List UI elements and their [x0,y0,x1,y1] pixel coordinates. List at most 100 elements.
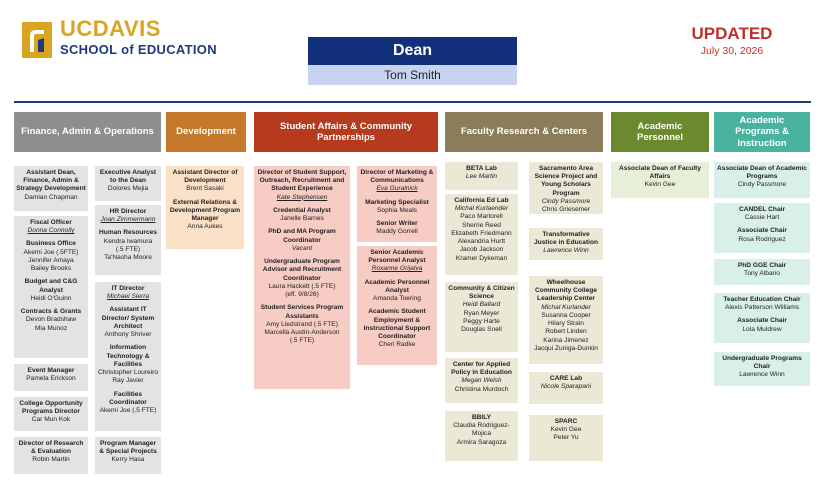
box-name: Janelle Barnes [280,215,324,223]
finance-event-manager-box: Event Manager Pamela Erickson [14,364,88,391]
box-title: Senior Writer [376,220,418,228]
box-title: Fiscal Officer [30,219,72,226]
box-name: Amanda Toering [373,295,421,303]
box-name: (eff. 9/8/26) [285,291,319,299]
logo-uc: UC [60,16,93,41]
student-affairs-personnel-box: Senior Academic Personnel Analyst Roxann… [357,246,437,365]
box-title: Business Office [26,240,76,248]
box-name: Nicole Sparapani [540,383,592,391]
finance-hr-box: HR Director Joan Zimmermann Human Resour… [95,205,161,275]
development-box: Assistant Director of Development Brent … [166,166,244,249]
box-title: Director of Student Support, Outreach, R… [257,169,347,193]
box-name: Christopher Loureiro [97,369,159,377]
box-title: External Relations & Development Program… [169,198,241,223]
box-name: Kevin Gee [644,181,676,189]
box-name: Susanna Cooper [541,311,591,319]
box-name: Armira Saragoza [456,438,507,446]
phd-gge-chair-box: PhD GGE Chair Tony Albano [714,259,810,285]
candel-chair-box: CANDEL Chair Cassie Hart Associate Chair… [714,203,810,253]
box-name: Tony Albano [744,270,780,278]
box-name: Damian Chapman [24,193,78,201]
box-title: Sacramento Area Science Project and Youn… [534,165,598,197]
box-name: Ryan Meyer [463,309,500,317]
box-title: Associate Chair [737,227,787,235]
student-affairs-marketing-box: Director of Marketing & Communications E… [357,166,437,242]
box-title: Marketing Specialist [365,198,429,206]
box-title: Budget and C&G Analyst [24,278,78,294]
finance-program-manager-box: Program Manager & Special Projects Kerry… [95,437,161,474]
box-name: Jennifer Amaya [28,256,74,264]
dept-header-student-affairs: Student Affairs & Community Partnerships [254,112,438,152]
box-name: Cassie Hart [744,214,780,222]
finance-business-office-box: Fiscal Officer Donna Connolly Business O… [14,216,88,358]
box-name: Anna Aukes [187,223,223,231]
wheelhouse-center-box: Wheelhouse Community College Leadership … [529,276,603,364]
box-title: PhD GGE Chair [737,262,787,269]
box-title: Credential Analyst [273,206,331,214]
box-name: Peter Yu [553,434,579,442]
applied-policy-center-box: Center for Applied Policy in Education M… [445,358,518,403]
box-title: HR Director [109,208,147,215]
box-name: Chris Griesemer [542,206,590,214]
header-divider [14,101,811,103]
box-name: Michal Kurlaender [454,205,509,213]
community-citizen-science-box: Community & Citizen Science Heidi Ballar… [445,282,518,352]
box-name: Peggy Harte [463,317,500,325]
box-title: College Opportunity Programs Director [19,400,83,416]
sparc-box: SPARC Kevin Gee Peter Yu [529,415,603,461]
finance-exec-analyst-box: Executive Analyst to the Dean Dolores Me… [95,166,161,201]
box-title: Information Technology & Facilities [106,344,150,368]
box-name: Alexis Patterson Williams [724,304,799,312]
dept-header-finance: Finance, Admin & Operations [14,112,161,152]
box-title: Assistant Director of Development [172,169,238,185]
box-name: Sherrie Reed [462,221,501,229]
box-name: Joan Zimmermann [100,216,156,224]
box-name: Robert Linden [545,328,587,336]
box-title: Human Resources [99,229,157,237]
box-name: Car Mun Kok [31,416,71,424]
dean-title-box: Dean [308,37,517,65]
box-title: Associate Chair [737,317,787,325]
faculty-affairs-box: Associate Dean of Faculty Affairs Kevin … [611,162,709,198]
box-name: Michael Sierra [106,293,150,301]
box-title: Executive Analyst to the Dean [99,169,157,185]
student-affairs-support-box: Director of Student Support, Outreach, R… [254,166,350,389]
logo-school-text: SCHOOL of EDUCATION [60,42,217,57]
box-name: Megan Welsh [461,377,502,385]
box-name: Eva Guralnick [376,185,418,193]
ucdavis-logo-icon [22,22,52,58]
box-name: Akemi Joe (.5FTE) [23,248,79,256]
box-name: Kramer Dykeman [455,254,508,262]
box-name: Kerry Hasa [111,456,145,464]
box-title: Teacher Education Chair [723,296,801,303]
dept-header-faculty-research: Faculty Research & Centers [445,112,603,152]
box-name: Jacqui Zuniga-Dunkin [534,344,598,352]
box-name: Roxanne Grijalva [371,265,423,273]
box-title: SPARC [554,418,578,425]
box-name: Devon Bradshaw [25,316,77,324]
box-title: Associate Dean of Faculty Affairs [618,165,702,181]
box-name: Bailey Brooks [30,265,72,273]
box-title: Student Services Program Assistants [260,304,344,320]
box-name: Ray Javier [112,377,144,385]
box-title: Community & Citizen Science [448,285,515,301]
box-title: BETA Lab [466,165,497,172]
dept-header-development: Development [166,112,246,152]
care-lab-box: CARE Lab Nicole Sparapani [529,372,603,404]
box-name: Cindy Passmore [737,181,787,189]
box-name: Ta'Nasha Moore [104,254,152,262]
dept-header-academic-personnel: Academic Personnel [611,112,709,152]
box-title: Contracts & Grants [20,308,82,316]
box-name: Kendra Iwamura [103,237,153,245]
box-title: CARE Lab [549,375,583,382]
box-name: Lawrence Winn [739,371,785,379]
box-name: Cheri Radke [378,341,416,349]
logo-davis: DAVIS [92,16,161,41]
box-name: Karina Jimenez [543,336,589,344]
dept-header-academic-programs: Academic Programs & Instruction [714,112,810,152]
logo-wordmark[interactable]: UCDAVIS [60,16,161,42]
box-name: Christina Murdoch [454,385,509,393]
box-title: Center for Applied Policy in Education [451,361,512,377]
finance-it-box: IT Director Michael Sierra Assistant IT … [95,282,161,431]
academic-programs-dean-box: Associate Dean of Academic Programs Cind… [714,162,810,198]
